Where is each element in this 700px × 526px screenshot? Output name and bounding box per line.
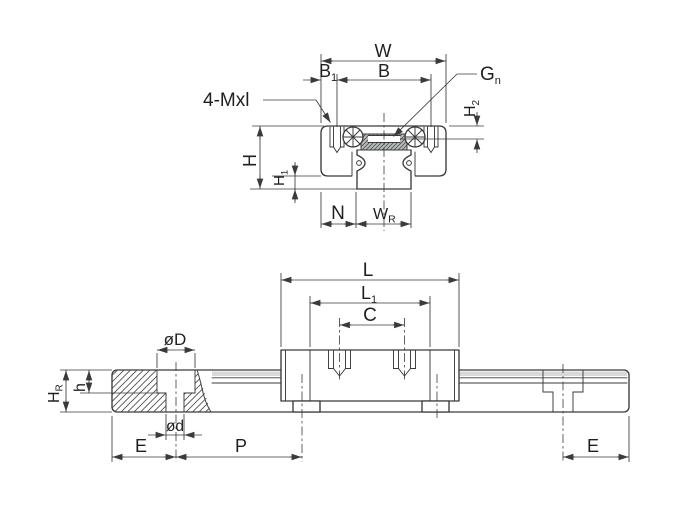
end-seal-foot-right: [421, 400, 450, 413]
label-dia-d: ød: [166, 418, 184, 435]
label-c: C: [363, 305, 377, 326]
break-line: [196, 369, 212, 413]
dim-E-right: E: [563, 416, 630, 462]
label-l1: L1: [361, 283, 377, 306]
rail-shading-left: [212, 371, 281, 376]
dim-B1: B1: [303, 61, 337, 84]
label-h-depth: h: [72, 383, 89, 392]
label-hr: HR: [46, 384, 66, 403]
side-centerlines: [175, 318, 564, 462]
block-tapped-hole-left: [328, 349, 351, 377]
side-view: L L1 C øD h: [46, 260, 630, 462]
seal-lip-left: [356, 160, 362, 166]
label-h1: H1: [271, 170, 291, 186]
label-l: L: [363, 260, 374, 281]
dim-C: C: [339, 305, 405, 329]
label-b1: B1: [319, 61, 337, 84]
label-b: B: [378, 61, 390, 81]
label-p: P: [235, 436, 247, 456]
label-gn: Gn: [480, 64, 501, 87]
dim-dia-D: øD: [156, 330, 196, 368]
leader-grease-hole: Gn: [393, 64, 501, 137]
dim-dia-d: ød: [148, 414, 202, 440]
counterbore-hole-left: [156, 369, 196, 413]
block-side-view: [280, 349, 460, 402]
dim-E-left: E: [111, 416, 176, 462]
front-view: W B B1 4-Mxl Gn H: [203, 41, 501, 231]
dim-WR: WR: [356, 206, 411, 228]
label-n: N: [331, 203, 345, 224]
dim-HR: HR: [46, 369, 112, 413]
label-w: W: [375, 41, 392, 61]
dim-B: B: [336, 61, 432, 127]
label-h2: H2: [462, 99, 482, 117]
dim-W: W: [320, 41, 447, 123]
label-4mxl: 4-Mxl: [203, 90, 249, 111]
dim-P: P: [176, 436, 302, 461]
ball-left: [342, 126, 364, 148]
dim-H2: H2: [400, 99, 484, 153]
label-wr: WR: [373, 206, 396, 226]
dim-L1: L1: [309, 283, 431, 347]
label-e-left: E: [135, 436, 147, 456]
label-h: H: [240, 154, 260, 167]
dim-h: h: [72, 370, 157, 394]
label-e-right: E: [587, 436, 599, 456]
dim-H: H: [240, 125, 358, 190]
dim-H1: H1: [271, 162, 321, 203]
seal-lip-right: [406, 160, 412, 166]
block-end-caps: [285, 349, 455, 402]
leader-4mxl: 4-Mxl: [203, 90, 331, 123]
dim-N: N: [320, 192, 412, 228]
ball-right: [404, 126, 426, 148]
end-seal-foot-left: [292, 400, 321, 413]
label-dia-D: øD: [164, 330, 187, 349]
counterbore-hole-right: [542, 369, 584, 413]
dim-L: L: [280, 260, 460, 347]
